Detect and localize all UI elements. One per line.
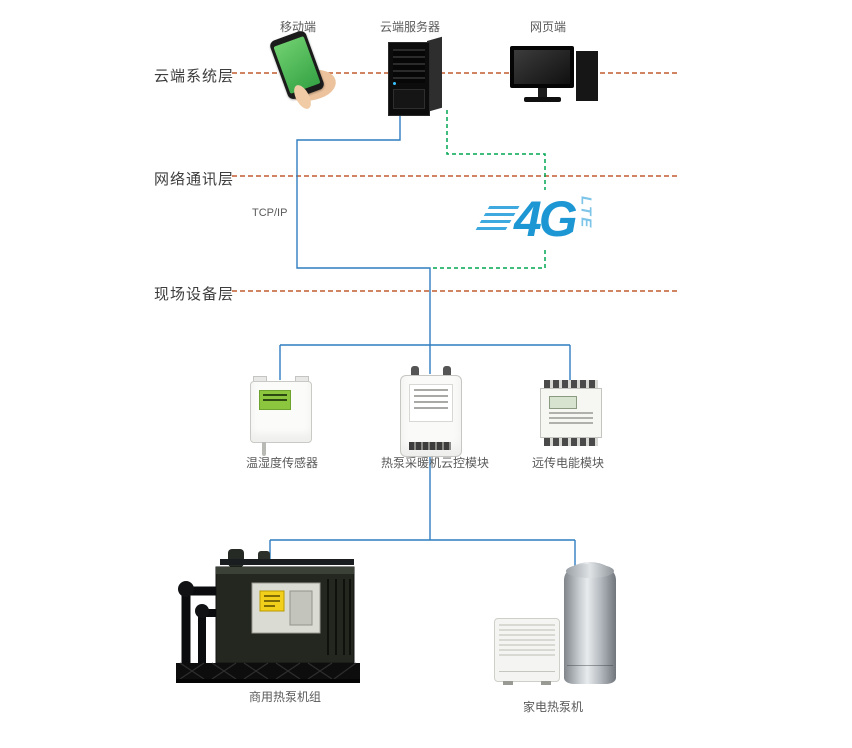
monitor-screen [510, 46, 574, 88]
tank-cap [566, 564, 614, 578]
terminal-strip [409, 442, 451, 450]
antenna-connector-left [411, 366, 419, 377]
unit-grille [499, 624, 555, 658]
commercial-heat-pump-drawing [176, 549, 360, 683]
web-label: 网页端 [529, 20, 566, 34]
sensor-probe [262, 442, 266, 456]
web-client-illustration [506, 46, 600, 112]
layer-label-field: 现场设备层 [154, 286, 235, 303]
home-heat-pump-outdoor-unit [494, 618, 560, 685]
monitor-stand [538, 88, 547, 97]
tcpip-label: TCP/IP [252, 207, 288, 219]
mobile-label: 移动端 [279, 20, 316, 34]
meter-text-lines [541, 409, 601, 424]
server-led [393, 82, 396, 85]
temp-humidity-sensor-illustration [250, 376, 312, 458]
mobile-phone-illustration [262, 29, 342, 112]
unit-band [499, 671, 555, 672]
sensor-body [250, 381, 312, 443]
meter-body [540, 388, 602, 438]
cloud-server-illustration [386, 36, 450, 116]
terminal-row-bottom [544, 438, 598, 446]
spec-label-plate [409, 384, 453, 422]
energy-meter-illustration [540, 380, 602, 446]
commercial-label: 商用热泵机组 [248, 690, 321, 704]
4g-wire [432, 110, 546, 269]
cloud-control-module-illustration [400, 366, 462, 460]
home-label: 家电热泵机 [522, 700, 583, 714]
meter-label: 远传电能模块 [531, 456, 604, 470]
monitor-base [524, 97, 561, 102]
server-front-panel [388, 42, 430, 116]
sensor-lcd [259, 390, 291, 410]
controller-label: 热泵采暖机云控模块 [380, 456, 489, 470]
4g-lte-logo: 4G LTE [474, 190, 610, 248]
server-label: 云端服务器 [380, 20, 441, 34]
4g-text: 4G [514, 191, 578, 247]
tank-seam [567, 665, 613, 666]
lte-text: LTE [577, 196, 595, 230]
home-heat-pump-tank [564, 562, 616, 684]
desktop-tower [576, 51, 598, 101]
terminal-row-top [544, 380, 598, 388]
antenna-connector-right [443, 366, 451, 377]
unit-feet [503, 681, 513, 685]
layer-label-cloud: 云端系统层 [154, 68, 235, 85]
layer-label-network: 网络通讯层 [154, 171, 235, 188]
sensor-label: 温湿度传感器 [245, 456, 318, 470]
module-body [400, 375, 462, 457]
meter-lcd [549, 396, 577, 409]
speed-lines-icon [474, 206, 520, 232]
tcpip-wire [296, 110, 431, 374]
commercial-heat-pump-illustration [172, 545, 367, 685]
